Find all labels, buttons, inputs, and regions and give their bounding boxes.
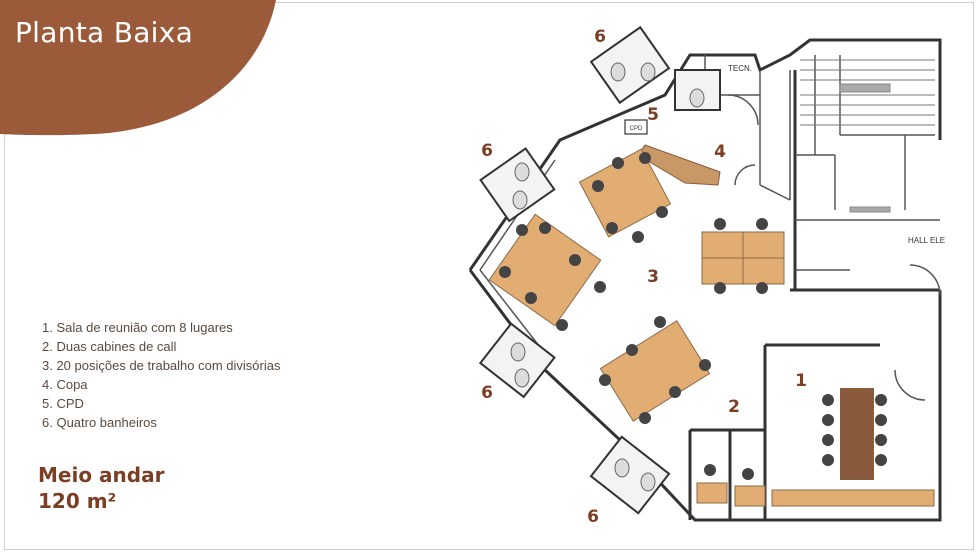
floor-info: Meio andar 120 m² — [38, 462, 164, 514]
area-number-4: 4 — [714, 142, 726, 162]
legend-item: 5. CPD — [42, 396, 84, 411]
cpd-tag: CPD — [630, 126, 643, 132]
slide-frame — [4, 2, 974, 550]
area-number-6: 6 — [594, 27, 606, 47]
area-number-2: 2 — [728, 397, 740, 417]
legend-item: 1. Sala de reunião com 8 lugares — [42, 320, 233, 335]
area-number-6: 6 — [587, 507, 599, 527]
legend-list: 1. Sala de reunião com 8 lugares 2. Duas… — [42, 318, 280, 432]
tecn-label: TECN. — [728, 64, 752, 73]
area-number-1: 1 — [795, 371, 807, 391]
area-number-5: 5 — [647, 105, 659, 125]
legend-item: 4. Copa — [42, 377, 88, 392]
floor-label: Meio andar — [38, 463, 165, 487]
page-title: Planta Baixa — [15, 16, 194, 49]
title-banner — [0, 0, 276, 136]
floor-plan: CPD TECN. HALL ELE 1 2 3 4 5 6 6 6 — [468, 25, 945, 527]
area-number-3: 3 — [647, 267, 659, 287]
area-label: 120 m² — [38, 489, 117, 513]
hall-label: HALL ELE — [908, 236, 945, 245]
legend-item: 2. Duas cabines de call — [42, 339, 177, 354]
legend-item: 3. 20 posições de trabalho com divisória… — [42, 358, 281, 373]
legend-item: 6. Quatro banheiros — [42, 415, 157, 430]
area-number-6: 6 — [481, 383, 493, 403]
area-number-6: 6 — [481, 141, 493, 161]
